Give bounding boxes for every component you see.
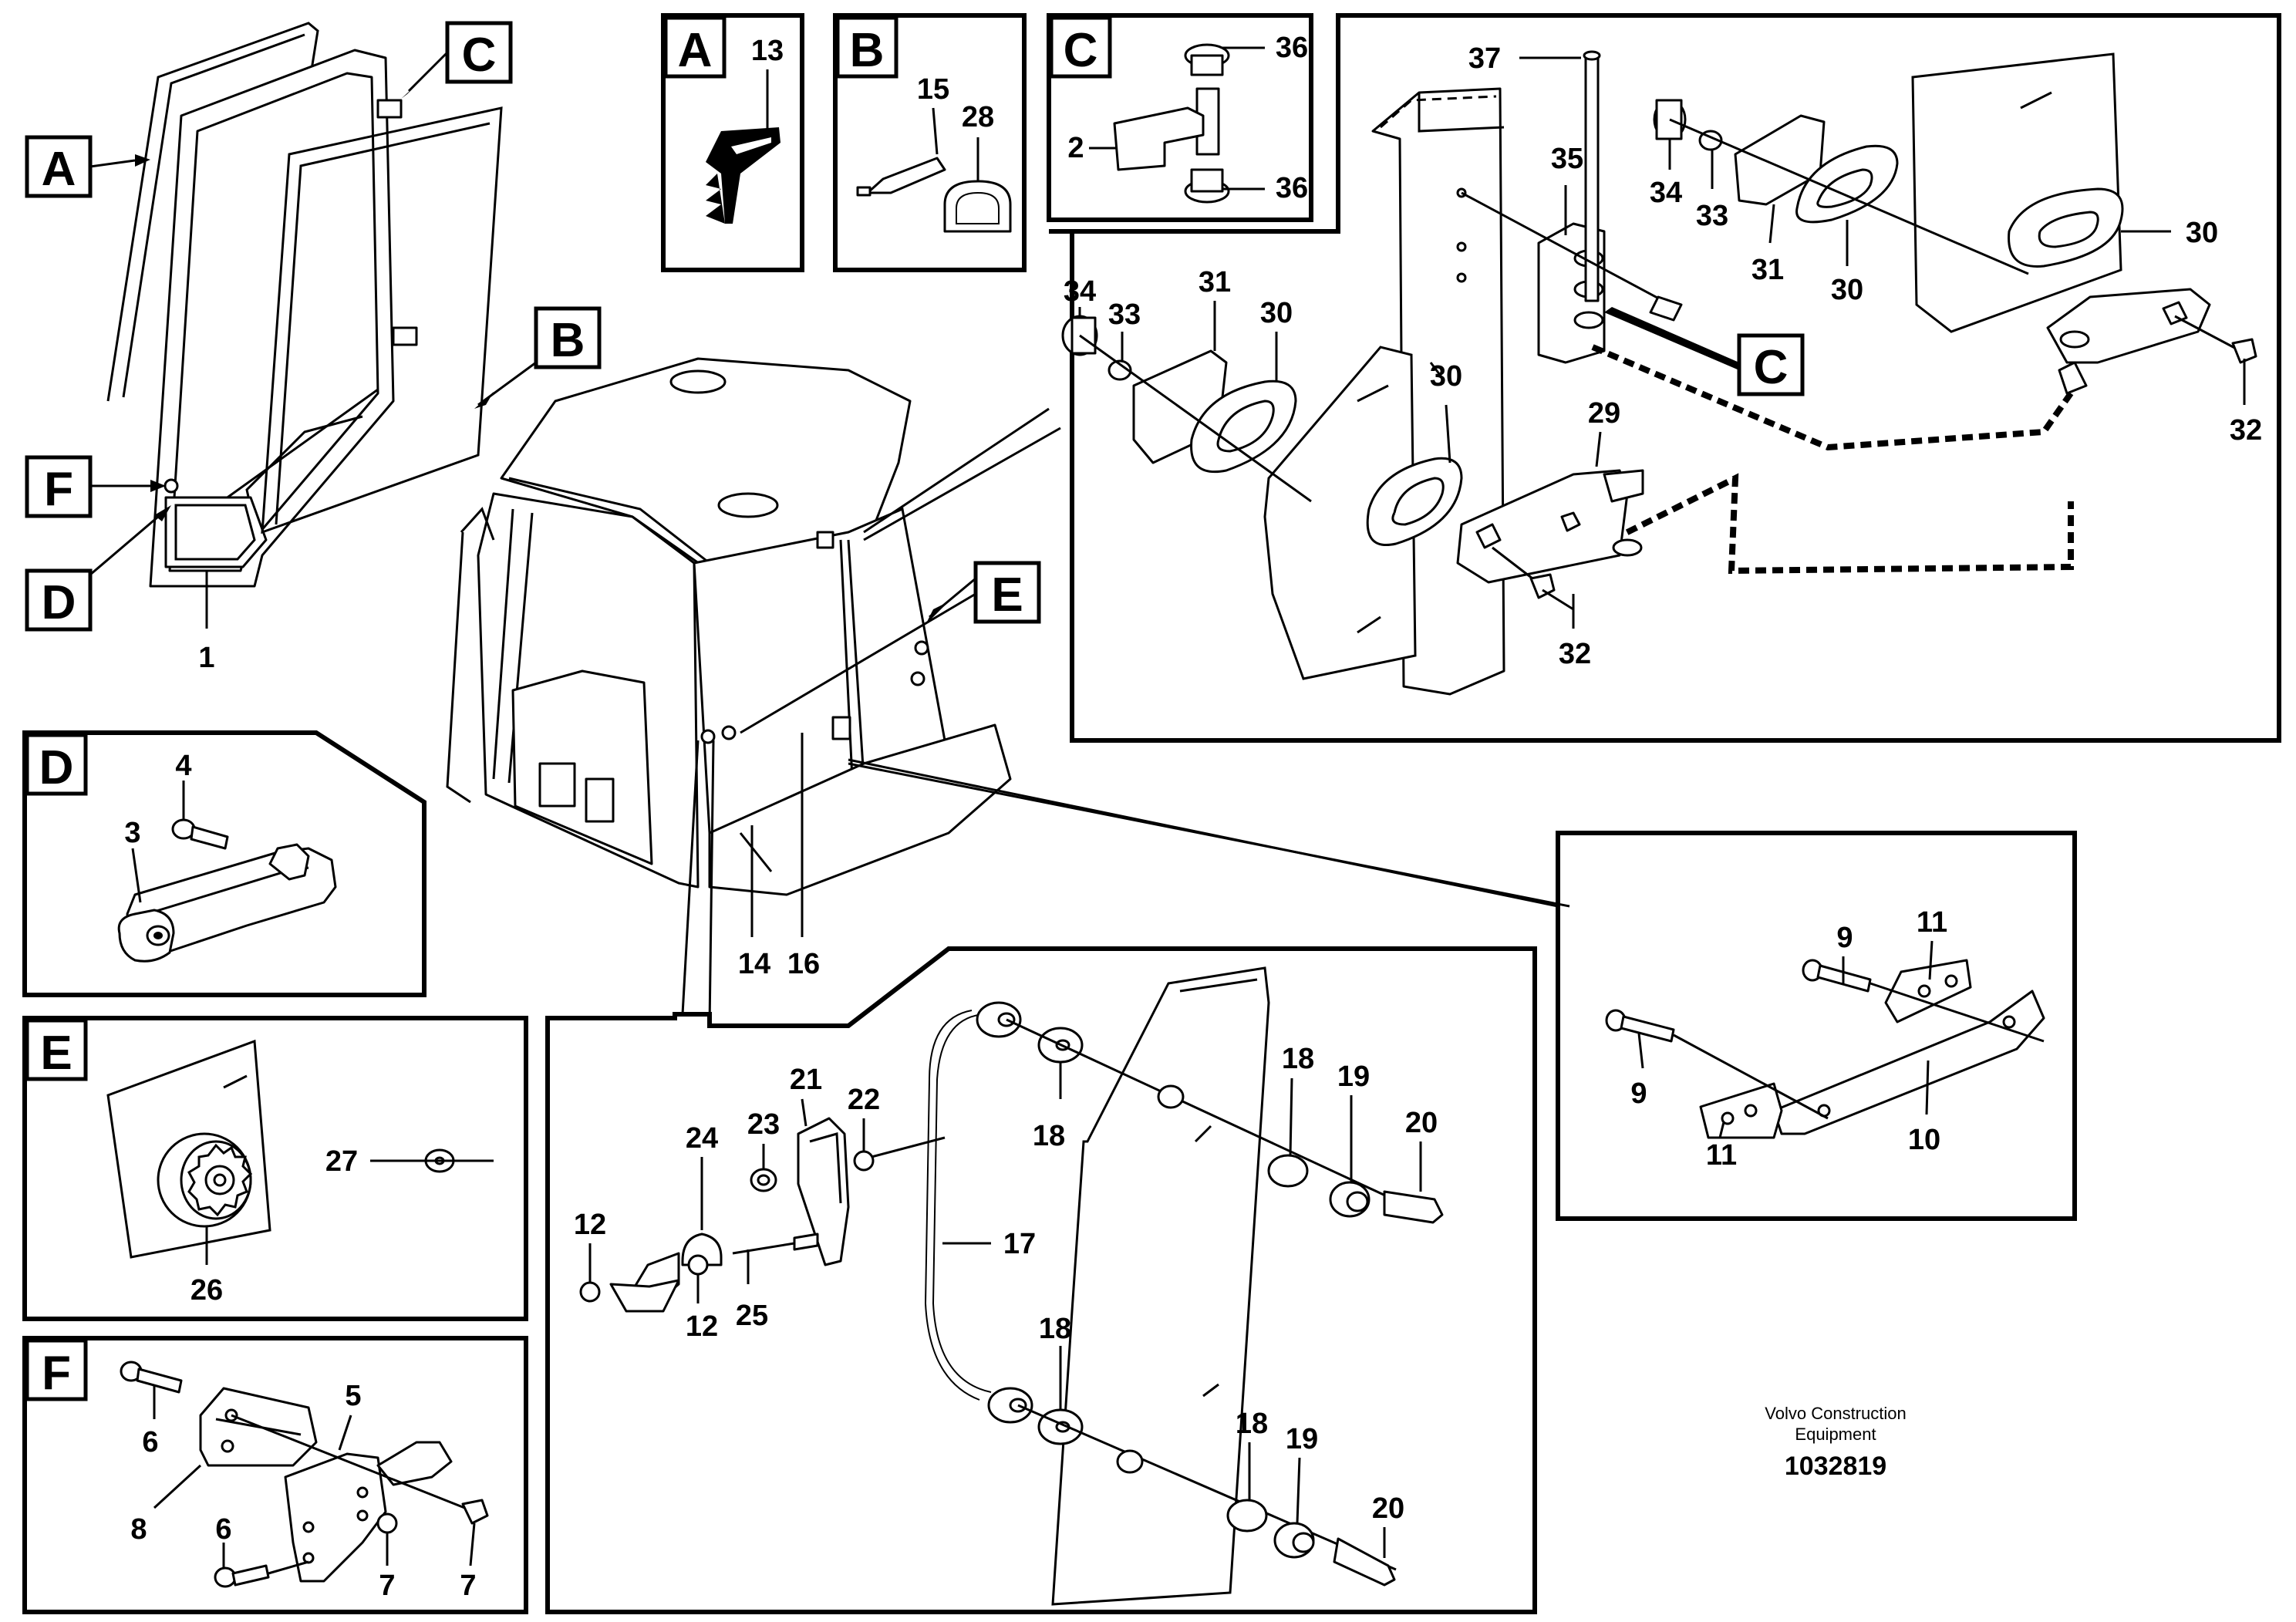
label: 7 — [460, 1570, 476, 1602]
label: 35 — [1551, 143, 1583, 175]
label: 34 — [1064, 275, 1096, 308]
label: 19 — [1286, 1423, 1318, 1455]
label: 9 — [1630, 1077, 1647, 1110]
callout-letter: A — [42, 143, 76, 196]
label: 33 — [1696, 200, 1728, 232]
label: 31 — [1752, 254, 1784, 286]
callout-letter: C — [462, 29, 497, 82]
box-letter: A — [678, 24, 713, 77]
credit-line-2: Equipment — [1795, 1425, 1876, 1444]
label: 11 — [1917, 906, 1947, 939]
callout-letter: B — [551, 314, 585, 367]
callout-letter: D — [42, 576, 76, 629]
label: 20 — [1405, 1107, 1438, 1139]
label: 20 — [1372, 1492, 1404, 1525]
overview-callout-B: B — [474, 306, 602, 409]
label: 32 — [1559, 638, 1591, 670]
label: 6 — [142, 1426, 158, 1458]
label: 6 — [215, 1513, 231, 1546]
label: 7 — [379, 1570, 395, 1602]
label: 25 — [736, 1300, 768, 1332]
label: 36 — [1276, 32, 1308, 64]
callout-letter: F — [44, 463, 73, 516]
label: 4 — [175, 750, 191, 782]
label: 3 — [124, 817, 140, 849]
detail-box-C-small: C 36 36 2 — [1047, 13, 1313, 222]
label: 19 — [1337, 1061, 1370, 1093]
label: 32 — [2230, 414, 2262, 447]
label: 12 — [686, 1310, 718, 1343]
overview-callout-F: F — [25, 455, 166, 518]
detail-box-A: A 13 — [661, 13, 804, 272]
detail-box-C-large: 37 35 C 29 32 — [1049, 13, 2281, 743]
door-assembly — [106, 22, 503, 629]
label: 1 — [198, 642, 214, 674]
label: 18 — [1236, 1408, 1268, 1440]
label: 8 — [130, 1513, 147, 1546]
label: 26 — [190, 1274, 223, 1307]
label: 14 — [738, 948, 770, 980]
label: 30 — [1260, 297, 1293, 329]
label: 18 — [1039, 1313, 1071, 1345]
overview-callout-E: E — [740, 561, 1041, 734]
detail-box-F: F 6 5 8 6 7 7 — [22, 1336, 528, 1614]
label: 27 — [325, 1145, 358, 1178]
label: 21 — [790, 1064, 822, 1096]
detail-box-B: B 15 28 — [833, 13, 1027, 272]
box-letter: C — [1064, 24, 1098, 77]
label: 24 — [686, 1122, 718, 1155]
label: 2 — [1067, 132, 1084, 164]
label: 9 — [1836, 922, 1853, 954]
detail-box-E: E 26 27 — [22, 1016, 528, 1321]
label: 22 — [848, 1084, 880, 1116]
label: 18 — [1033, 1120, 1065, 1152]
box-letter: C — [1754, 341, 1789, 394]
detail-box-rear-bracket: 9 11 9 11 10 — [1556, 831, 2077, 1221]
label: 5 — [345, 1380, 361, 1412]
document-number: 1032819 — [1785, 1452, 1886, 1481]
overview-callout-D: D — [25, 505, 171, 632]
label: 30 — [1831, 274, 1863, 306]
callout-letter: E — [991, 568, 1023, 622]
label: 34 — [1650, 177, 1682, 209]
label: 28 — [962, 101, 994, 133]
cab-overview — [446, 357, 1012, 896]
overview-callout-C: C — [401, 21, 513, 99]
label: 13 — [751, 35, 784, 67]
label: 12 — [574, 1209, 606, 1241]
credit-line-1: Volvo Construction — [1765, 1404, 1906, 1423]
box-letter: B — [850, 24, 885, 77]
label: 15 — [917, 73, 949, 106]
label: 16 — [787, 948, 820, 980]
box-letter: D — [39, 741, 74, 794]
box-letter: E — [40, 1027, 72, 1080]
label: 29 — [1588, 397, 1620, 430]
label: 18 — [1282, 1043, 1314, 1075]
label: 30 — [1430, 360, 1462, 393]
label: 37 — [1468, 42, 1501, 75]
overview-callout-A: A — [25, 135, 150, 198]
label: 17 — [1003, 1228, 1036, 1260]
label: 11 — [1706, 1139, 1737, 1172]
label: 36 — [1276, 172, 1308, 204]
label: 10 — [1908, 1124, 1940, 1156]
box-letter: F — [42, 1347, 71, 1400]
label: 31 — [1199, 266, 1231, 298]
detail-box-window-latch: 17 — [545, 946, 1537, 1614]
detail-box-D: D 4 3 — [22, 730, 426, 997]
label: 33 — [1108, 298, 1141, 331]
label: 23 — [747, 1108, 780, 1141]
label: 30 — [2186, 217, 2218, 249]
